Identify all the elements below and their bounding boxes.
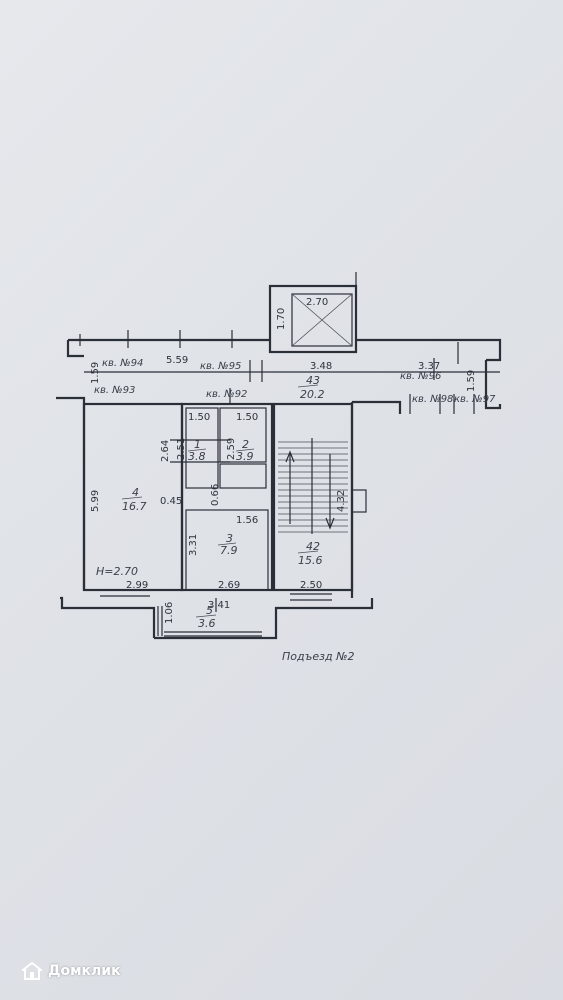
elevator-shaft — [268, 272, 358, 354]
inner-walls — [82, 402, 367, 637]
apt-label-95: кв. №95 — [200, 361, 241, 372]
apt-label-96: кв. №96 — [400, 371, 441, 382]
dim-341: 3.41 — [208, 600, 230, 611]
room-area: 20.2 — [300, 388, 325, 401]
dim-559: 5.59 — [166, 355, 188, 366]
room-43: 43 20.2 — [297, 374, 325, 401]
wall-ticks — [79, 330, 475, 612]
dim-432: 4.32 — [336, 490, 347, 512]
room-4: 4 16.7 — [121, 486, 147, 513]
domclick-watermark: Домклик — [22, 962, 121, 980]
dim-156: 1.56 — [236, 515, 258, 526]
apt-label-97: кв. №97 — [454, 394, 496, 405]
room-number: 3 — [226, 532, 233, 545]
dim-348: 3.48 — [310, 361, 332, 372]
dim-159-left: 1.59 — [90, 362, 101, 384]
room-2: 2 3.9 — [235, 438, 255, 463]
dim-150-left: 1.50 — [188, 412, 210, 423]
apt-label-93: кв. №93 — [94, 385, 135, 396]
apt-label-98: кв. №98 — [412, 394, 453, 405]
dim-159-right: 1.59 — [466, 370, 477, 392]
dim-150-right: 1.50 — [236, 412, 258, 423]
room-number: 42 — [306, 540, 320, 553]
room-number: 1 — [194, 438, 201, 451]
room-number: 2 — [242, 438, 249, 451]
ceiling-height: H=2.70 — [96, 565, 138, 578]
entrance-label: Подъезд №2 — [282, 650, 355, 663]
room-area: 3.6 — [198, 617, 216, 630]
room-number: 5 — [206, 604, 213, 617]
dim-251: 2.51 — [176, 438, 187, 460]
house-icon — [22, 962, 42, 980]
room-42: 42 15.6 — [297, 540, 323, 567]
room-3: 3 7.9 — [217, 532, 238, 557]
room-area: 15.6 — [298, 554, 323, 567]
dim-106: 1.06 — [164, 602, 175, 624]
room-area: 3.8 — [188, 450, 206, 463]
dim-299: 2.99 — [126, 580, 148, 591]
apt-label-92: кв. №92 — [206, 389, 247, 400]
dim-337: 3.37 — [418, 361, 440, 372]
dim-elevator-width: 2.70 — [306, 297, 328, 308]
room-number: 4 — [132, 486, 139, 499]
dim-045: 0.45 — [160, 496, 182, 507]
room-5: 5 3.6 — [195, 604, 217, 630]
room-area: 16.7 — [122, 500, 147, 513]
dim-264: 2.64 — [160, 440, 171, 462]
apt-label-94: кв. №94 — [102, 358, 143, 369]
room-area: 7.9 — [220, 544, 238, 557]
staircase — [278, 438, 348, 534]
dim-599: 5.99 — [90, 490, 101, 512]
room-number: 43 — [306, 374, 320, 387]
room-area: 3.9 — [236, 450, 254, 463]
dim-331: 3.31 — [188, 534, 199, 556]
dim-066: 0.66 — [210, 484, 221, 506]
watermark-text: Домклик — [48, 963, 121, 979]
dim-250: 2.50 — [300, 580, 322, 591]
dim-269: 2.69 — [218, 580, 240, 591]
room-1: 1 3.8 — [187, 438, 207, 463]
dim-elevator-height: 1.70 — [276, 308, 287, 330]
dim-259: 2.59 — [226, 438, 237, 460]
